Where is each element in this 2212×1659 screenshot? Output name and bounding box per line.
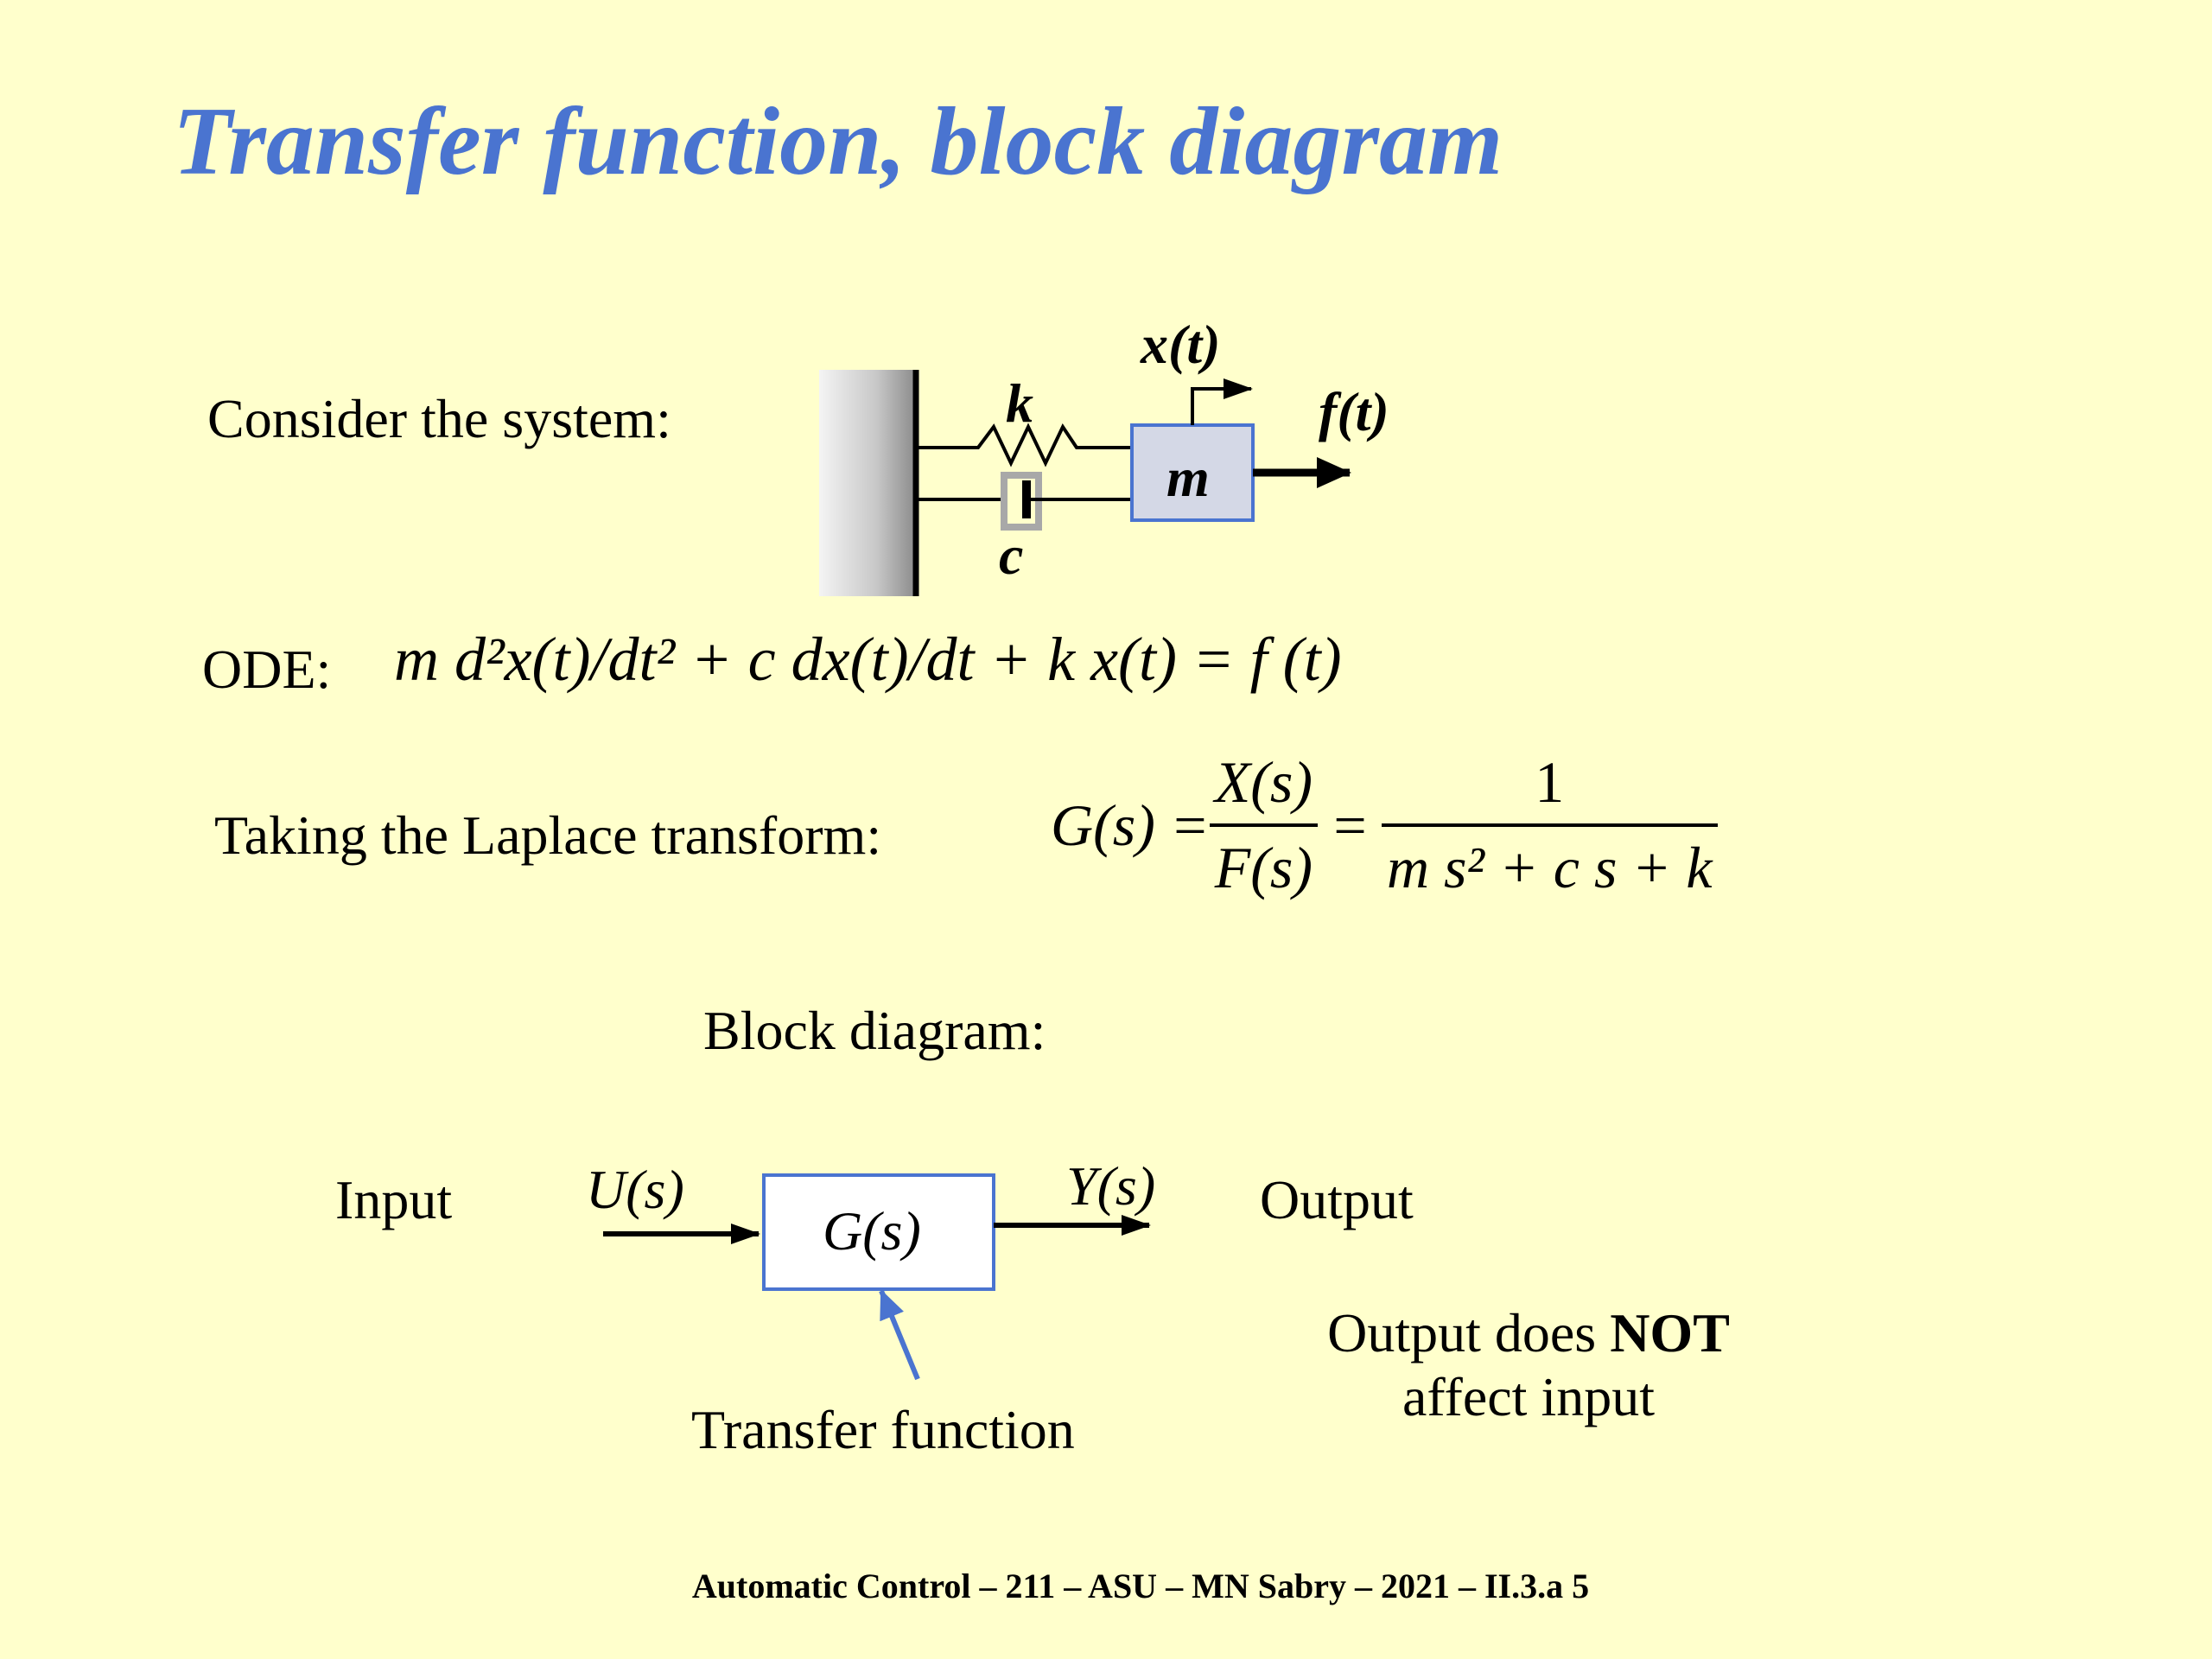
laplace-label: Taking the Laplace transform:: [214, 804, 882, 866]
spring: [916, 423, 1132, 467]
tf-poly-denominator: m s² + c s + k: [1381, 823, 1718, 902]
mass-label: m: [1166, 447, 1210, 508]
damper-label: c: [999, 524, 1024, 586]
wall: [819, 370, 914, 596]
tf-fraction-numerator: X(s): [1214, 749, 1313, 815]
input-label: Input: [335, 1169, 453, 1230]
block-diagram-heading: Block diagram:: [703, 1000, 1046, 1061]
force-label: f(t): [1319, 381, 1389, 442]
transfer-function-block: [762, 1173, 995, 1291]
position-arrow: [1191, 378, 1253, 425]
input-signal-label: U(s): [586, 1159, 684, 1220]
tf-lhs: G(s) =: [1051, 791, 1210, 858]
output-signal-label: Y(s): [1066, 1155, 1156, 1217]
transfer-function-equation: G(s) = X(s) F(s) = 1 m s² + c s + k: [1051, 748, 1718, 902]
slide-footer: Automatic Control – 211 – ASU – MN Sabry…: [691, 1567, 1590, 1605]
spring-label: k: [1006, 372, 1033, 434]
output-note-prefix: Output does: [1327, 1302, 1611, 1363]
tf-fraction-polynomial: 1 m s² + c s + k: [1381, 748, 1718, 902]
block-transfer-label: G(s): [823, 1200, 921, 1262]
tf-fraction-denominator: F(s): [1209, 823, 1319, 902]
pointer-arrow: [879, 1289, 920, 1381]
transfer-function-pointer-label: Transfer function: [691, 1399, 1075, 1460]
output-note-suffix: affect input: [1402, 1366, 1656, 1427]
tf-equals: =: [1330, 791, 1370, 858]
tf-fraction-ratio: X(s) F(s): [1209, 748, 1319, 902]
position-label: x(t): [1141, 314, 1221, 375]
output-note-bold: NOT: [1610, 1302, 1730, 1363]
slide-title: Transfer function, block diagram: [173, 88, 1503, 195]
output-label: Output: [1260, 1169, 1414, 1230]
ode-equation: m d²x(t)/dt² + c dx(t)/dt + k x(t) = f (…: [394, 625, 1342, 694]
ode-label: ODE:: [202, 639, 332, 700]
mass-block: [1130, 423, 1255, 522]
tf-poly-numerator: 1: [1535, 749, 1565, 815]
system-intro-label: Consider the system:: [207, 388, 671, 449]
output-note: Output does NOT affect input: [1301, 1301, 1756, 1429]
